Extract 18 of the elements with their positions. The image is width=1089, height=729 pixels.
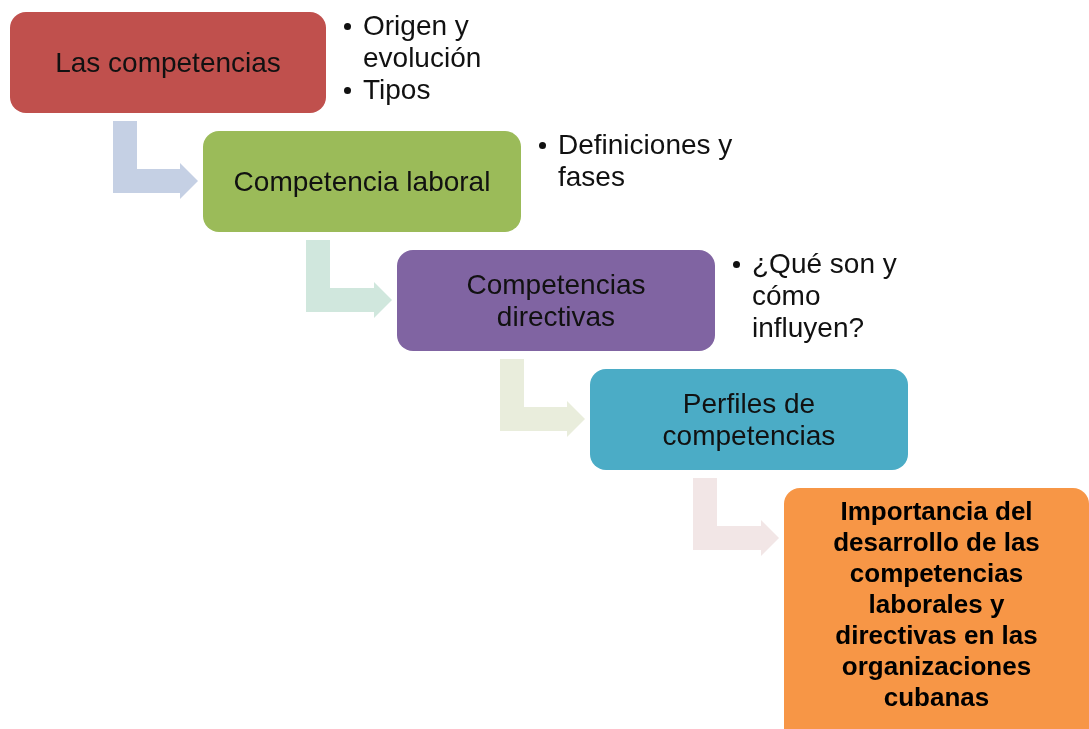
- process-box: [397, 250, 715, 351]
- bullet-text: ¿Qué son y cómo influyen?: [752, 248, 898, 344]
- box-label: Perfiles de competencias: [661, 387, 837, 452]
- bullet-text: Tipos: [363, 74, 431, 106]
- bent-arrow: [306, 240, 392, 318]
- box-label: Competencia laboral: [233, 165, 491, 198]
- process-box: [10, 12, 326, 113]
- process-box: [784, 488, 1089, 729]
- process-box: [203, 131, 521, 232]
- box-label: Competencias directivas: [465, 268, 647, 333]
- bent-arrow: [113, 121, 198, 199]
- box-label: Las competencias: [55, 46, 281, 79]
- bent-arrow: [693, 478, 779, 556]
- bent-arrow: [500, 359, 585, 437]
- box-label: Importancia del desarrollo de las competencias laborales y directivas en las organizaciones cubanas: [832, 496, 1041, 713]
- bullet-text: Definiciones y fases: [558, 129, 734, 193]
- process-box: [590, 369, 908, 470]
- bullet-text: Origen y evolución: [363, 10, 483, 74]
